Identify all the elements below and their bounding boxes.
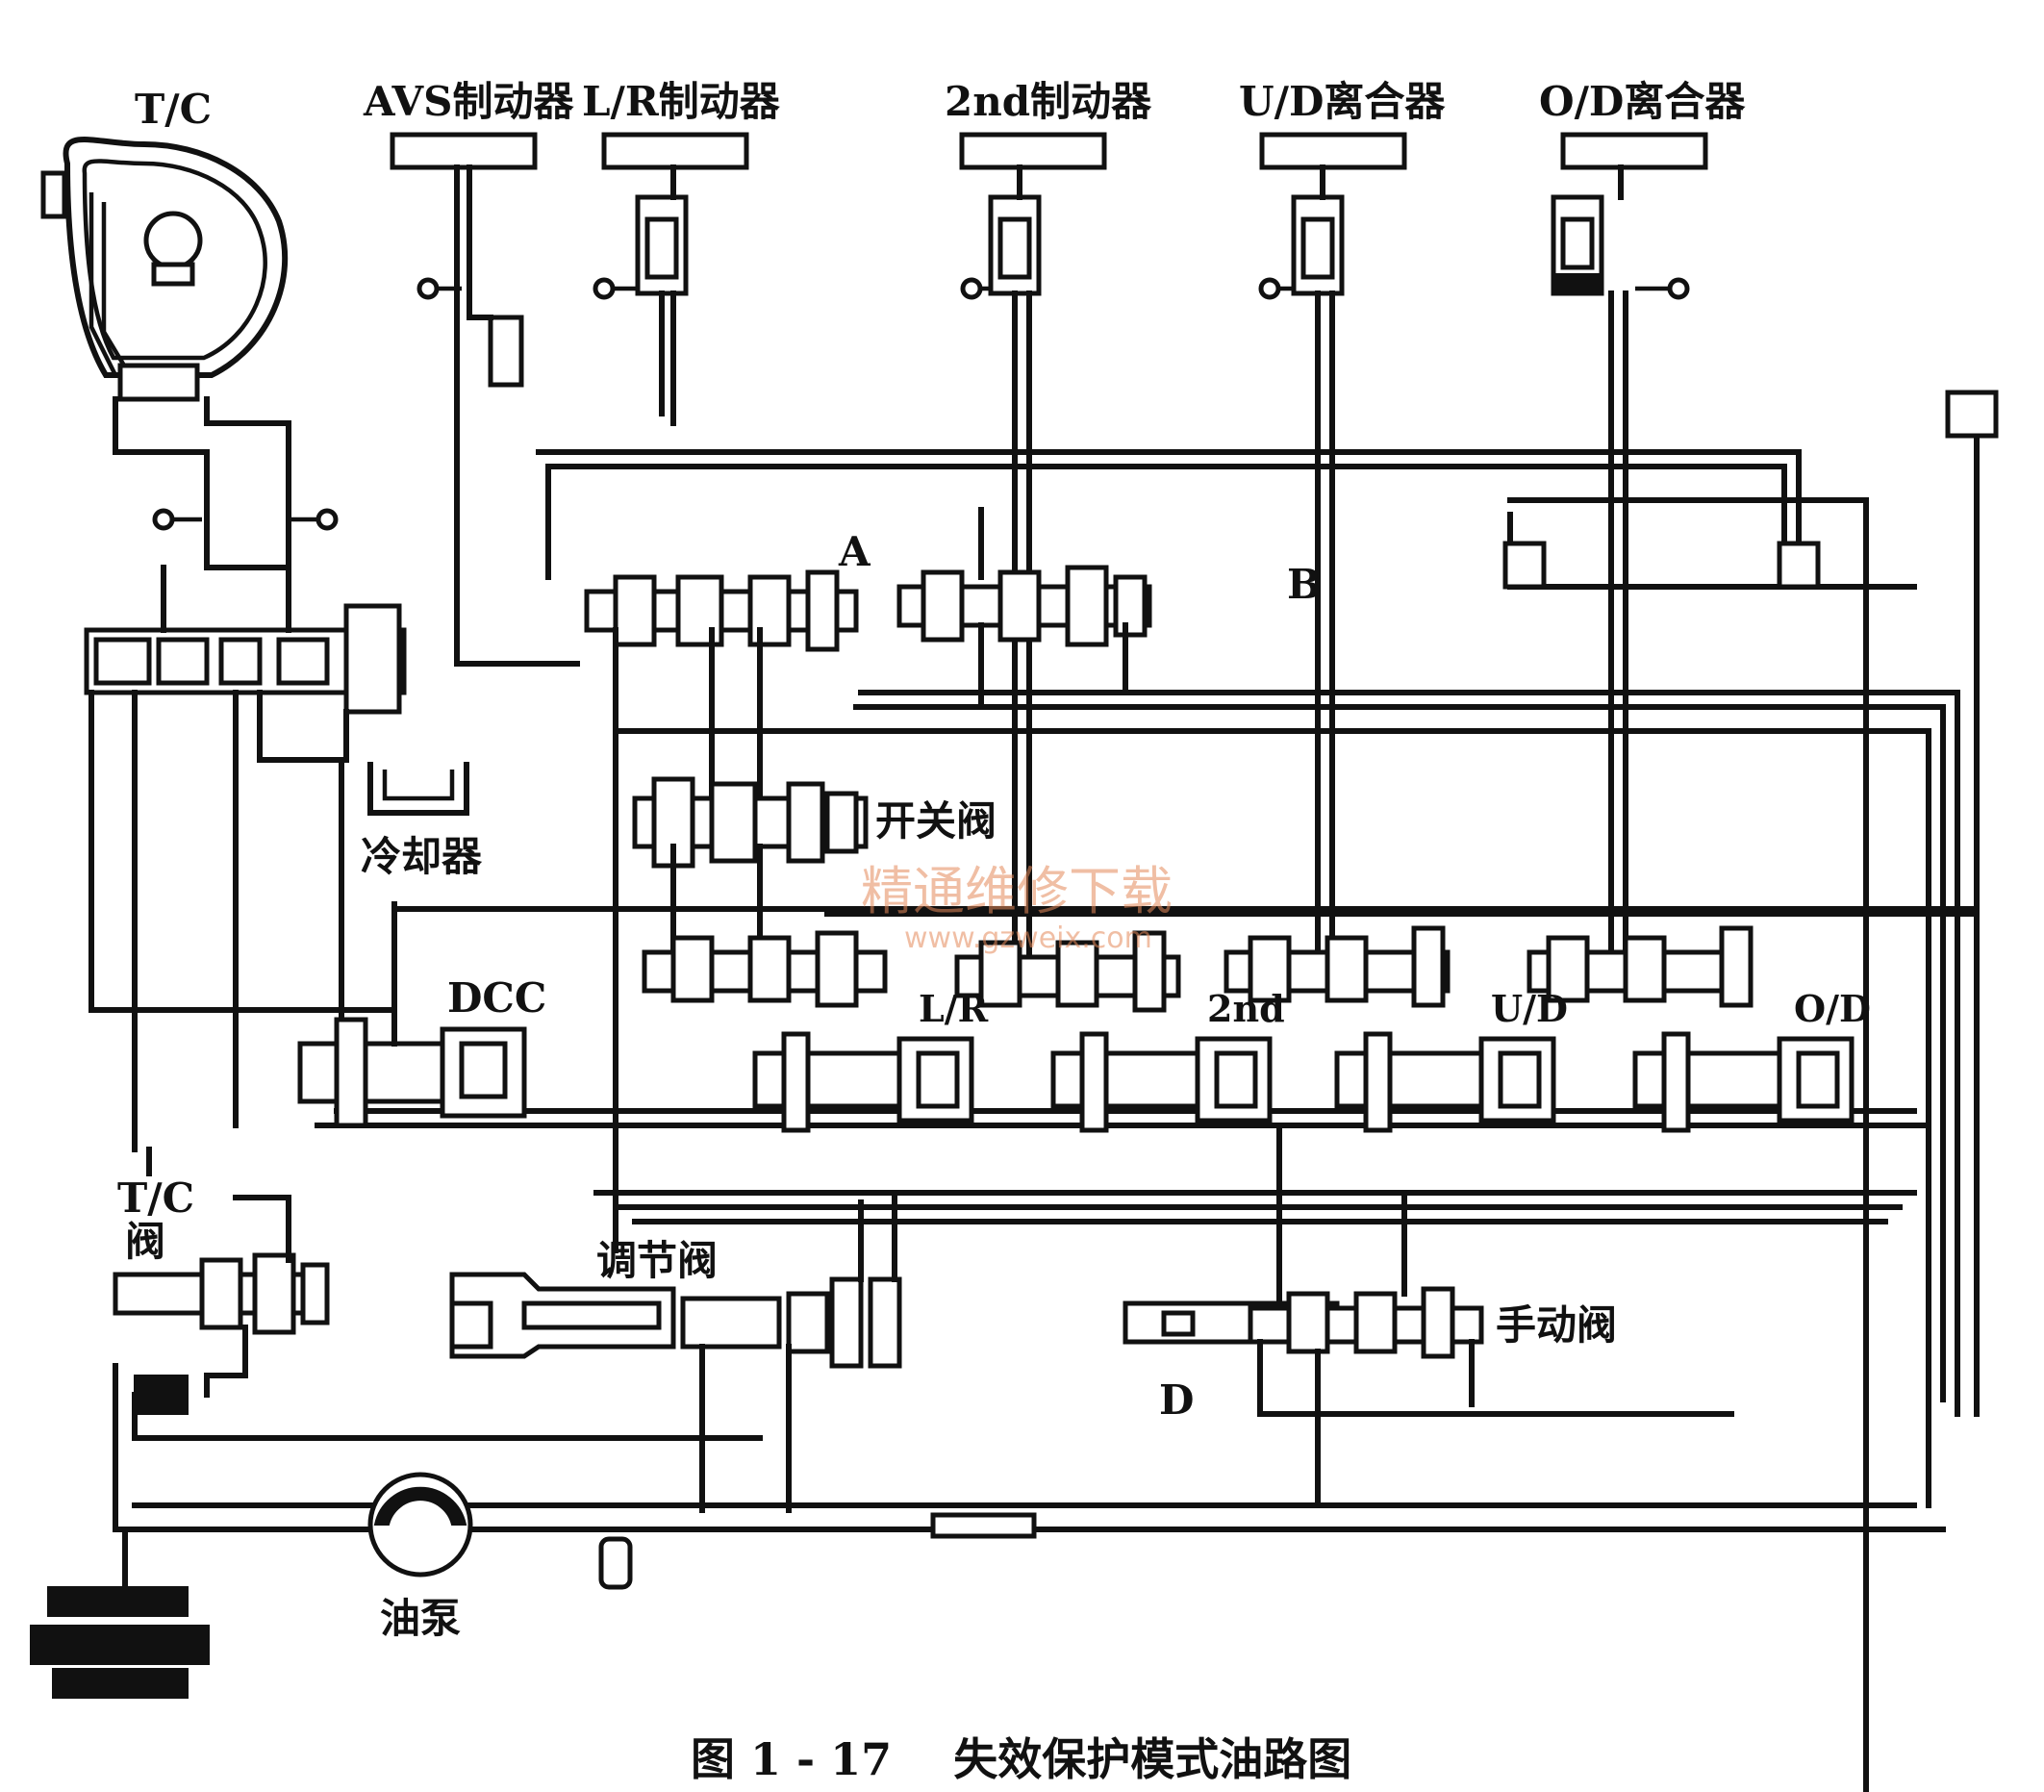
label-dcc: DCC — [447, 974, 546, 1022]
manual-valve-body — [1123, 1123, 1734, 1508]
torque-converter — [40, 137, 289, 402]
tc-valve-body — [113, 1195, 330, 1398]
label-point-d: D — [1159, 1376, 1194, 1424]
shift-valves-mid — [642, 925, 1754, 1013]
label-regulator-valve: 调节阀 — [596, 1237, 718, 1284]
check-plugs — [152, 277, 1690, 531]
label-lr-solenoid: L/R — [919, 987, 989, 1030]
second-solenoid-valve — [1050, 1031, 1273, 1133]
switch-valve-body — [613, 728, 869, 1253]
second-brake-box — [959, 132, 1107, 170]
regulator-valve-body — [449, 1190, 902, 1513]
bus-lines — [315, 390, 1999, 1792]
avs-accumulator — [488, 315, 524, 388]
oil-pan-filter — [30, 1527, 210, 1699]
lr-solenoid-valve — [752, 1031, 974, 1133]
second-accumulator — [988, 194, 1042, 296]
lr-accumulator — [635, 194, 689, 296]
od-clutch-box — [1560, 132, 1708, 170]
strainer-block — [134, 1375, 189, 1415]
tc-control-valve — [84, 396, 407, 1176]
orifice — [930, 1512, 1037, 1539]
bottom-circuit — [30, 1363, 1946, 1699]
label-ud-clutch: U/D离合器 — [1239, 78, 1446, 125]
ud-solenoid-valve — [1334, 1031, 1556, 1133]
label-point-a: A — [838, 528, 871, 575]
lr-brake-box — [601, 132, 749, 170]
cooler-symbol — [367, 762, 469, 816]
top-components — [152, 132, 1708, 531]
label-ud-solenoid: U/D — [1491, 987, 1568, 1030]
label-oil-pump: 油泵 — [380, 1595, 461, 1642]
ud-clutch-box — [1259, 132, 1407, 170]
label-tc-top: T/C — [135, 86, 212, 133]
label-cooler: 冷却器 — [361, 833, 483, 880]
label-manual-valve: 手动阀 — [1496, 1301, 1617, 1349]
watermark-line1: 精通维修下载 — [861, 861, 1173, 921]
label-od-solenoid: O/D — [1794, 987, 1871, 1030]
watermark-line2: www.gzweix.com — [904, 921, 1152, 955]
label-second-solenoid: 2nd — [1207, 987, 1285, 1030]
figure-caption: 图 1 - 17 失效保护模式油路图 — [691, 1733, 1351, 1785]
avs-brake-box — [390, 132, 538, 170]
label-switch-valve: 开关阀 — [875, 797, 997, 845]
label-second-brake: 2nd制动器 — [945, 78, 1152, 125]
labels: T/C AVS制动器 L/R制动器 2nd制动器 U/D离合器 O/D离合器 A… — [117, 78, 1871, 1642]
od-solenoid-valve — [1632, 1031, 1855, 1133]
label-tc-valve-line1: T/C — [117, 1174, 194, 1222]
dcc-valve — [297, 901, 527, 1128]
label-lr-brake: L/R制动器 — [582, 78, 781, 125]
label-od-clutch: O/D离合器 — [1539, 78, 1746, 125]
od-accumulator — [1551, 194, 1604, 296]
shift-valves-upper — [545, 464, 1821, 801]
label-avs-brake: AVS制动器 — [363, 78, 574, 125]
label-point-b: B — [1287, 561, 1322, 608]
drain-plug — [598, 1536, 633, 1590]
ud-accumulator — [1291, 194, 1345, 296]
breather-cap — [1945, 390, 1999, 439]
label-tc-valve-line2: 阀 — [125, 1218, 165, 1265]
solenoid-valves — [752, 1031, 1855, 1133]
watermark: 精通维修下载 www.gzweix.com — [861, 861, 1173, 955]
